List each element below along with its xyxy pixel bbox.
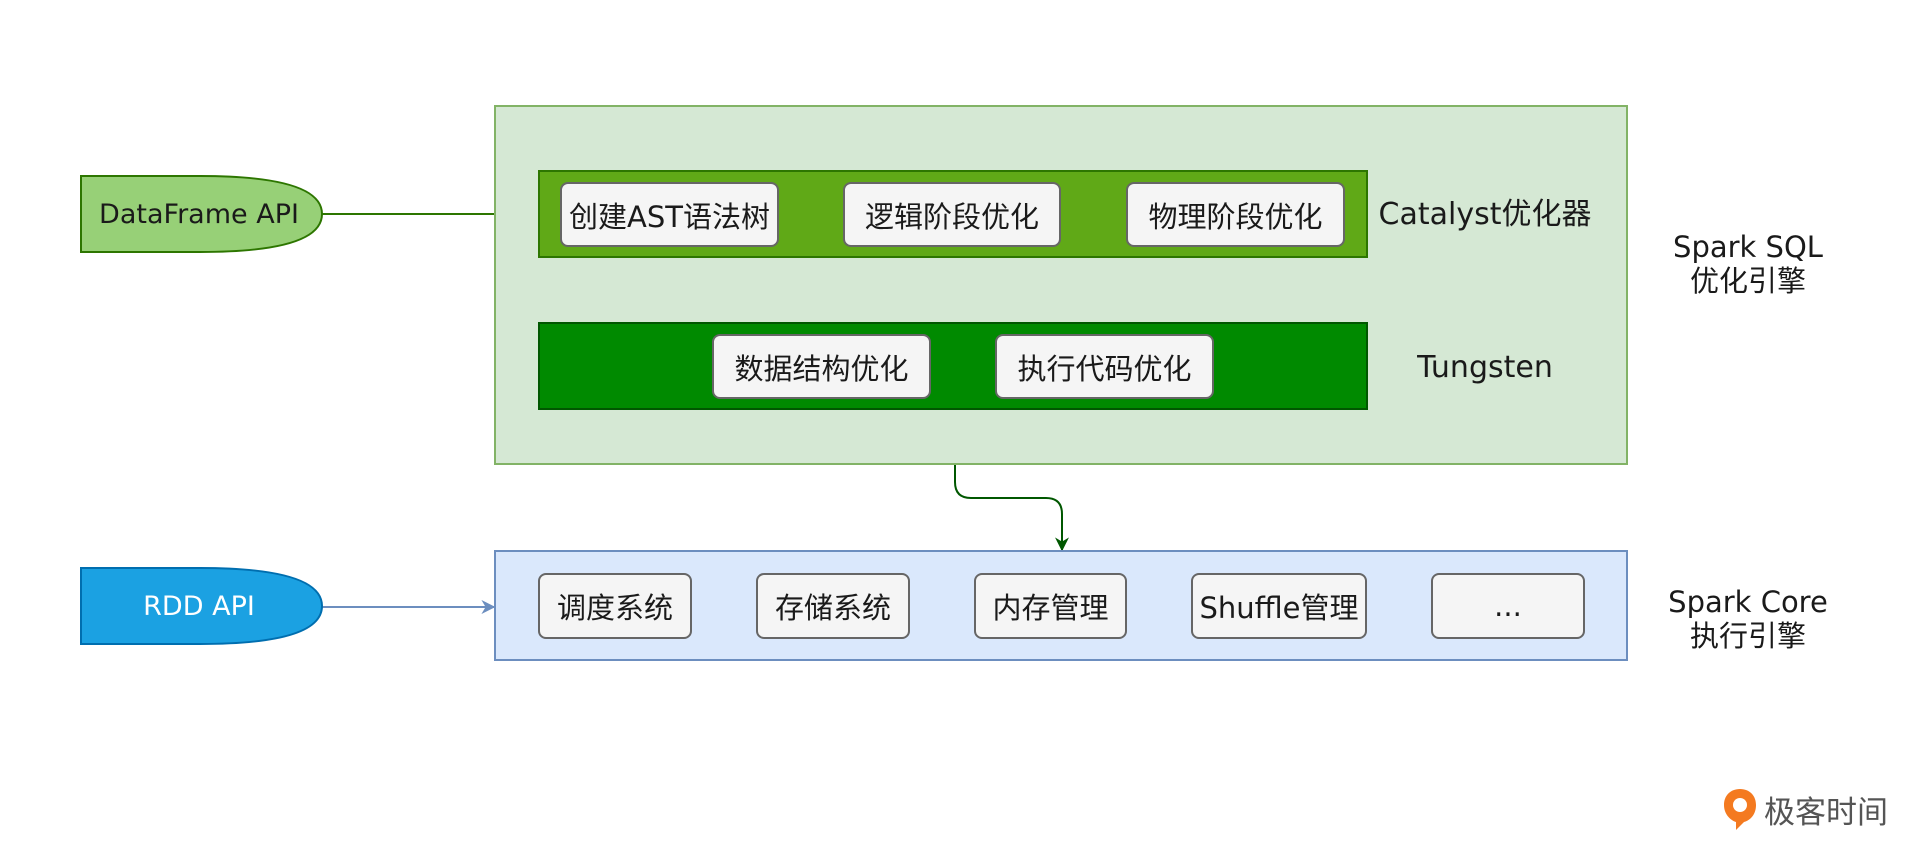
dataframe-api-node: DataFrame API	[80, 175, 324, 253]
tungsten-label: Tungsten	[1417, 350, 1553, 385]
brand-name: 极客时间	[1764, 794, 1888, 831]
tungsten-bar	[538, 322, 1368, 410]
spark-sql-container	[494, 105, 1628, 465]
spark-core-engine-label: Spark Core 执行引擎	[1628, 583, 1868, 655]
catalyst-label: Catalyst优化器	[1378, 197, 1592, 232]
step-physical-optimization: 物理阶段优化	[1126, 182, 1345, 247]
core-scheduling-system: 调度系统	[538, 573, 692, 639]
step-data-structure-optimization: 数据结构优化	[712, 334, 931, 399]
core-shuffle-management: Shuffle管理	[1191, 573, 1367, 639]
arrow-tungsten-to-core	[954, 410, 1069, 552]
dataframe-api-label: DataFrame API	[99, 198, 299, 230]
spark-core-title: Spark Core	[1668, 585, 1828, 619]
spark-sql-title: Spark SQL	[1673, 230, 1823, 264]
rdd-api-label: RDD API	[143, 590, 255, 622]
rdd-api-shape	[80, 567, 324, 645]
step-logical-optimization: 逻辑阶段优化	[843, 182, 1061, 247]
spark-core-subtitle: 执行引擎	[1689, 619, 1806, 653]
spark-sql-engine-label: Spark SQL 优化引擎	[1628, 228, 1868, 300]
core-memory-management: 内存管理	[974, 573, 1127, 639]
rdd-api-node: RDD API	[80, 567, 324, 645]
geektime-logo-icon	[1724, 789, 1756, 830]
brand-logo: 极客时间	[1722, 784, 1902, 834]
step-code-execution-optimization: 执行代码优化	[995, 334, 1214, 399]
spark-sql-subtitle: 优化引擎	[1689, 264, 1806, 298]
dataframe-api-shape	[80, 175, 324, 253]
step-create-ast: 创建AST语法树	[560, 182, 779, 247]
core-more-components: ...	[1431, 573, 1585, 639]
core-storage-system: 存储系统	[756, 573, 910, 639]
